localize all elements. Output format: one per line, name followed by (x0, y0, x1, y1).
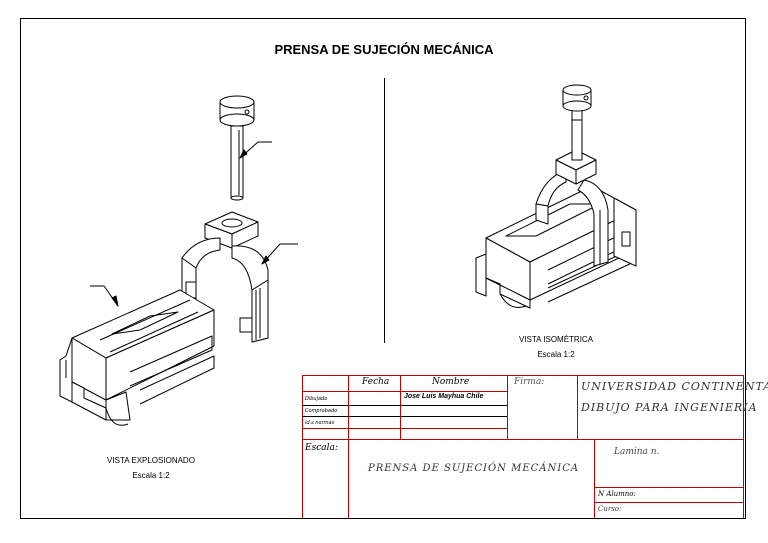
tb-col-firma: Firma: (514, 377, 545, 387)
isometric-view-label: VISTA ISOMÉTRICA (518, 335, 594, 344)
tb-row-dibujado: Dibujado (305, 396, 328, 402)
tb-row-normas: id.s normas (305, 420, 335, 426)
exploded-screw (219, 95, 255, 201)
tb-curso-label: Curso: (598, 505, 622, 513)
exploded-caption: VISTA EXPLOSIONADO Escala 1:2 (96, 453, 206, 483)
exploded-yoke (181, 211, 269, 343)
drawing-sheet-border (20, 18, 746, 519)
leader-screw (239, 141, 272, 159)
tb-col-nombre: Nombre (432, 377, 470, 387)
tb-course-title: DIBUJO PARA INGENIERIA (581, 401, 758, 414)
exploded-view-scale: Escala 1:2 (132, 471, 170, 480)
leader-v-block (90, 285, 119, 307)
sheet-title: PRENSA DE SUJECIÓN MECÁNICA (274, 42, 494, 57)
tb-university: UNIVERSIDAD CONTINENTAL (581, 380, 768, 393)
leader-yoke (261, 243, 298, 265)
tb-drawing-name: PRENSA DE SUJECIÓN MECÁNICA (368, 463, 580, 474)
tb-col-fecha: Fecha (362, 377, 390, 387)
view-divider (384, 78, 385, 343)
exploded-v-block (59, 289, 215, 426)
tb-row-comprobado: Comprobado (305, 408, 338, 414)
tb-drawn-by-name: Jose Luis Mayhua Chile (404, 393, 484, 400)
isometric-assembly (475, 84, 637, 309)
title-block: Fecha Nombre Firma: Dibujado Comprobado … (302, 375, 768, 518)
tb-lamina-label: Lamina n. (614, 447, 660, 457)
isometric-caption: VISTA ISOMÉTRICA Escala 1:2 (506, 332, 606, 362)
isometric-view-scale: Escala 1:2 (537, 350, 575, 359)
exploded-view-label: VISTA EXPLOSIONADO (107, 456, 195, 465)
tb-alumno-label: N Alumno: (598, 490, 636, 498)
tb-escala-label: Escala: (305, 443, 338, 453)
